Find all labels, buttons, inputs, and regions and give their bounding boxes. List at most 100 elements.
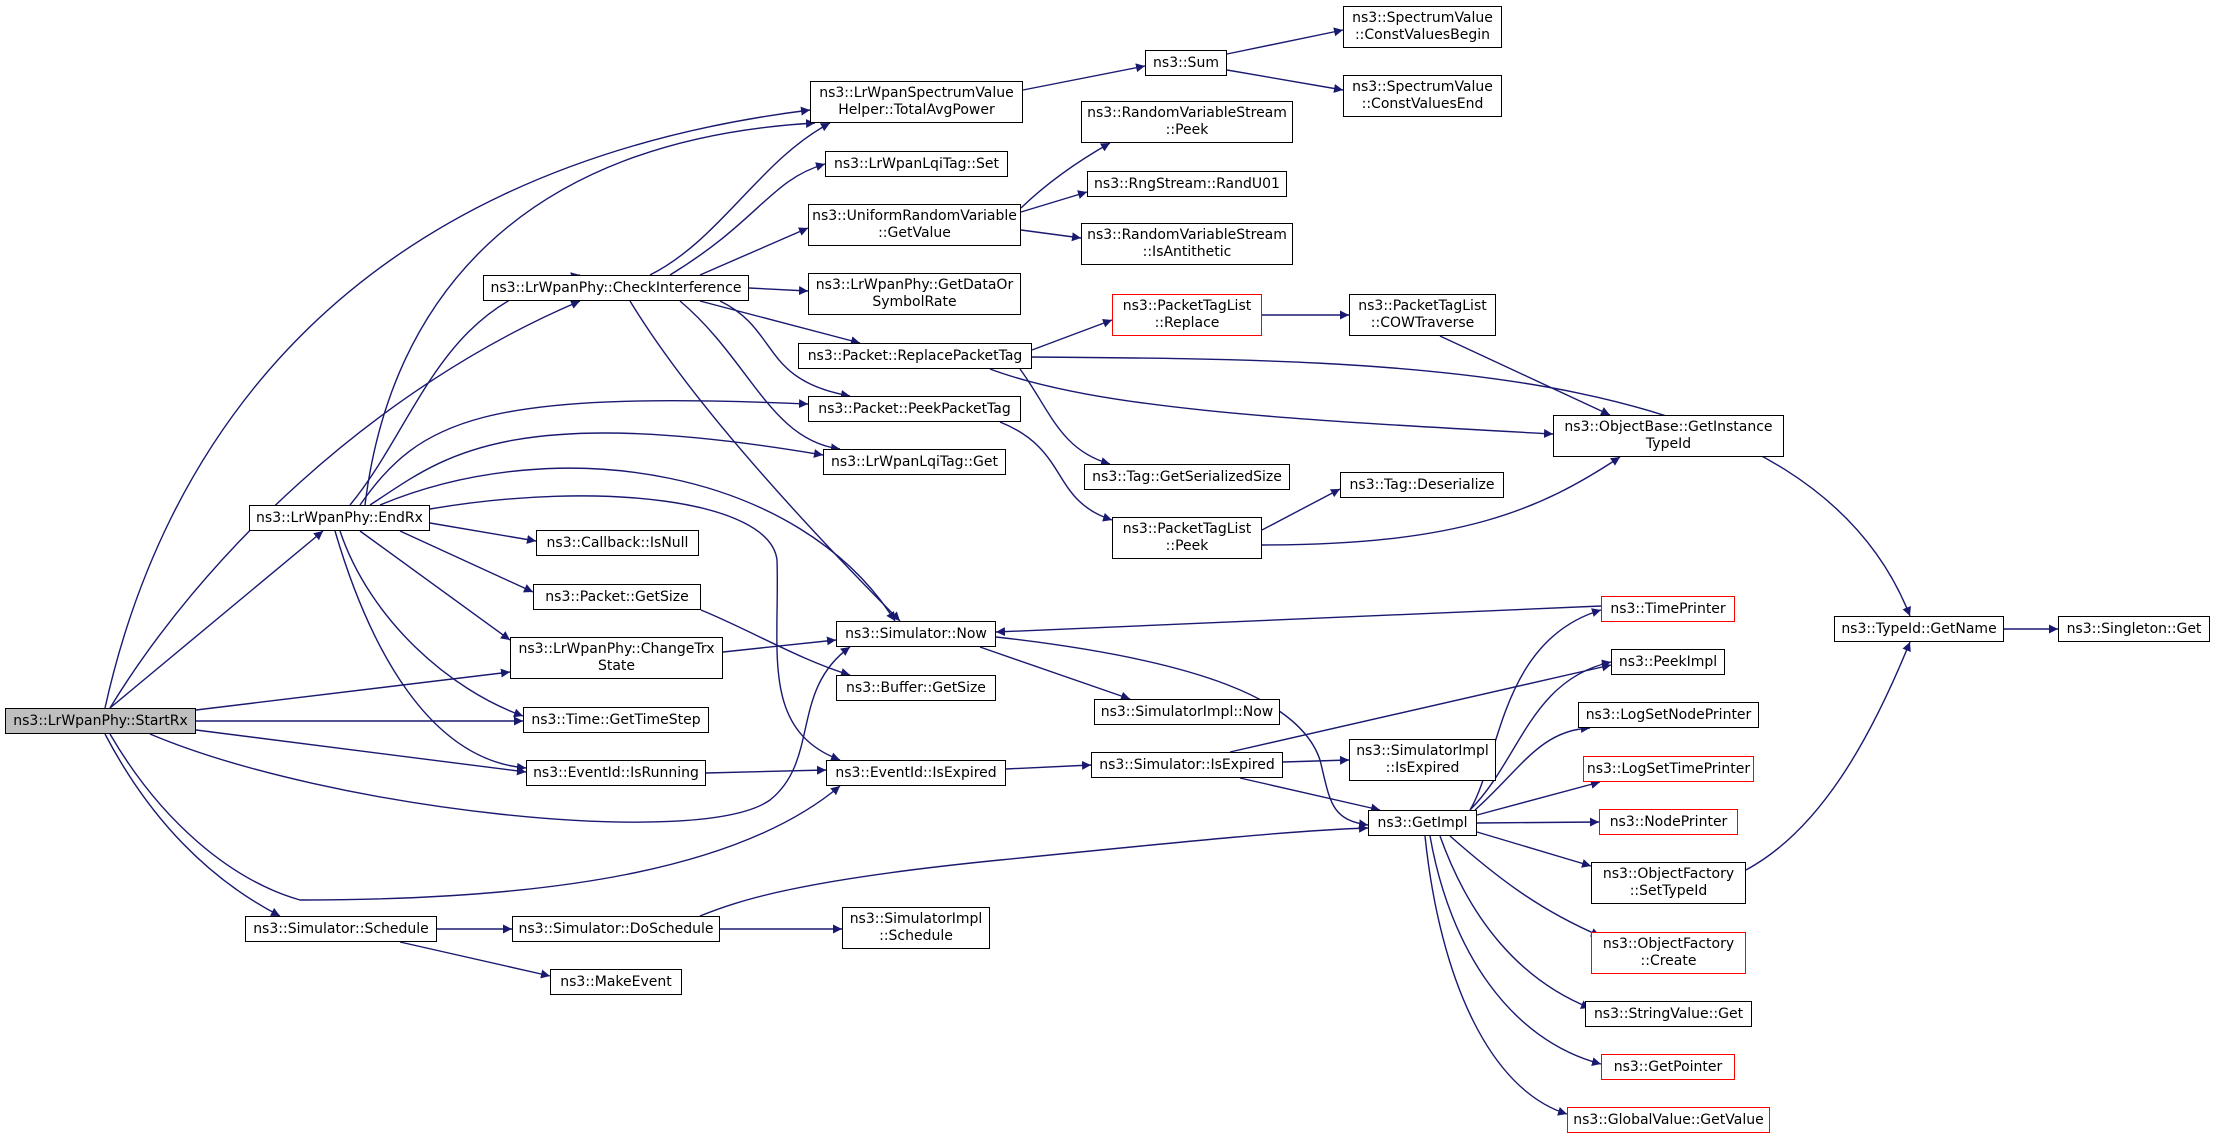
node-taggetserializedsize[interactable]: ns3::Tag::GetSerializedSize (1084, 464, 1290, 490)
node-label: ns3::Tag::GetSerializedSize (1092, 468, 1282, 485)
node-logsettimeprinter[interactable]: ns3::LogSetTimePrinter (1583, 756, 1754, 782)
node-label: ns3::SimulatorImpl (849, 911, 983, 927)
node-sum[interactable]: ns3::Sum (1145, 50, 1227, 76)
edge-startrx-to-eventisexpired (109, 733, 841, 901)
node-label: ns3::PacketTagList (1358, 298, 1487, 314)
node-simisexpired[interactable]: ns3::Simulator::IsExpired (1091, 752, 1283, 778)
node-label: ns3::EventId::IsExpired (835, 764, 997, 781)
node-label: ns3::Packet::PeekPacketTag (818, 400, 1011, 417)
edge-startrx-to-totalavgpower (104, 106, 811, 709)
node-logsetnodeprinter[interactable]: ns3::LogSetNodePrinter (1578, 702, 1759, 728)
node-schedule[interactable]: ns3::Simulator::Schedule (245, 916, 437, 942)
node-getimpl[interactable]: ns3::GetImpl (1368, 810, 1477, 836)
edge-sum-to-constvaluesend (1226, 69, 1344, 93)
edge-getimpl-to-getpointer (1429, 835, 1602, 1067)
node-label: ns3::Buffer::GetSize (846, 679, 986, 696)
node-ptlpeek[interactable]: ns3::PacketTagList::Peek (1112, 517, 1262, 559)
node-packetgetsize[interactable]: ns3::Packet::GetSize (533, 584, 701, 610)
node-label: ns3::ObjectFactory (1602, 936, 1735, 952)
edge-endrx-to-simulatornow (379, 467, 896, 622)
node-isantithetic[interactable]: ns3::RandomVariableStream::IsAntithetic (1081, 223, 1293, 265)
node-ofcreate[interactable]: ns3::ObjectFactory::Create (1591, 932, 1746, 974)
node-cowtraverse[interactable]: ns3::PacketTagList::COWTraverse (1349, 294, 1496, 336)
node-globalvaluegetvalue[interactable]: ns3::GlobalValue::GetValue (1567, 1107, 1770, 1133)
node-simimplschedule[interactable]: ns3::SimulatorImpl::Schedule (842, 907, 990, 949)
edge-peekpackettag-to-ptlpeek (999, 421, 1113, 522)
node-replacepackettag[interactable]: ns3::Packet::ReplacePacketTag (798, 343, 1032, 369)
node-label: ns3::Tag::Deserialize (1349, 476, 1495, 493)
node-checkinterference[interactable]: ns3::LrWpanPhy::CheckInterference (483, 275, 749, 301)
edge-startrx-to-endrx (109, 530, 324, 709)
node-typeidgetname[interactable]: ns3::TypeId::GetName (1834, 616, 2004, 642)
edge-simisexpired-to-getimpl (1239, 777, 1381, 813)
node-constvaluesbegin[interactable]: ns3::SpectrumValue::ConstValuesBegin (1343, 6, 1502, 48)
edge-checkinterference-to-lqitagget (679, 300, 841, 453)
node-simimplnow[interactable]: ns3::SimulatorImpl::Now (1094, 699, 1280, 725)
node-label: ns3::RngStream::RandU01 (1094, 175, 1280, 192)
node-eventisrunning[interactable]: ns3::EventId::IsRunning (526, 760, 706, 786)
node-label: ::GetValue (878, 225, 951, 241)
edge-timeprinter-to-simulatornow (995, 605, 1602, 637)
node-label: ns3::SpectrumValue (1352, 79, 1493, 95)
node-randu01[interactable]: ns3::RngStream::RandU01 (1087, 171, 1287, 197)
edge-checkinterference-to-simulatornow (629, 300, 901, 622)
node-label: ns3::Time::GetTimeStep (531, 711, 701, 728)
edge-endrx-to-eventisexpired (429, 495, 841, 762)
node-label: ns3::LrWpanPhy::CheckInterference (490, 279, 742, 296)
edge-simulatornow-to-simimplnow (979, 646, 1131, 701)
edge-getimpl-to-timeprinter (1469, 608, 1602, 811)
node-lqitagget[interactable]: ns3::LrWpanLqiTag::Get (823, 449, 1006, 475)
edge-endrx-to-eventisrunning (334, 530, 527, 772)
node-label: ns3::StringValue::Get (1593, 1005, 1744, 1022)
node-label: ns3::LrWpanSpectrumValue (819, 85, 1014, 101)
node-gettimestep[interactable]: ns3::Time::GetTimeStep (523, 707, 709, 733)
node-eventisexpired[interactable]: ns3::EventId::IsExpired (826, 760, 1006, 786)
node-label: ns3::PeekImpl (1618, 653, 1718, 670)
node-makeevent[interactable]: ns3::MakeEvent (550, 969, 682, 995)
node-peekpackettag[interactable]: ns3::Packet::PeekPacketTag (808, 396, 1021, 422)
node-stringvalueget[interactable]: ns3::StringValue::Get (1585, 1001, 1752, 1027)
node-endrx[interactable]: ns3::LrWpanPhy::EndRx (249, 505, 430, 531)
node-tagdeserialize[interactable]: ns3::Tag::Deserialize (1340, 472, 1504, 498)
node-settypeid[interactable]: ns3::ObjectFactory::SetTypeId (1591, 862, 1746, 904)
node-getpointer[interactable]: ns3::GetPointer (1601, 1054, 1735, 1080)
node-label: ::SetTypeId (1629, 883, 1708, 899)
node-constvaluesend[interactable]: ns3::SpectrumValue::ConstValuesEnd (1343, 75, 1502, 117)
node-label: ns3::SimulatorImpl::Now (1100, 703, 1274, 720)
node-buffergetsize[interactable]: ns3::Buffer::GetSize (836, 675, 996, 701)
node-callbackisnull[interactable]: ns3::Callback::IsNull (536, 530, 699, 556)
node-label: ::IsAntithetic (1142, 244, 1232, 260)
node-peekimpl[interactable]: ns3::PeekImpl (1611, 649, 1725, 675)
node-startrx: ns3::LrWpanPhy::StartRx (5, 708, 196, 734)
node-label: ::ConstValuesEnd (1361, 96, 1484, 112)
node-label: SymbolRate (872, 294, 957, 310)
node-nodeprinter[interactable]: ns3::NodePrinter (1599, 809, 1738, 835)
node-label: ::COWTraverse (1370, 315, 1475, 331)
edge-getimpl-to-logsetnodeprinter (1474, 723, 1591, 811)
edge-ptlpeek-to-tagdeserialize (1261, 488, 1341, 531)
node-label: ns3::LrWpanPhy::EndRx (256, 509, 423, 526)
node-ptlreplace[interactable]: ns3::PacketTagList::Replace (1112, 294, 1262, 336)
node-uniformgetvalue[interactable]: ns3::UniformRandomVariable::GetValue (808, 204, 1021, 246)
edge-schedule-to-makeevent (399, 941, 551, 979)
node-rvspeek[interactable]: ns3::RandomVariableStream::Peek (1081, 101, 1293, 143)
node-timeprinter[interactable]: ns3::TimePrinter (1601, 596, 1735, 622)
node-lqitagset[interactable]: ns3::LrWpanLqiTag::Set (825, 151, 1008, 177)
node-label: ns3::LogSetTimePrinter (1586, 760, 1751, 777)
node-label: ns3::LrWpanPhy::ChangeTrx (518, 641, 715, 657)
edge-uniformgetvalue-to-rvspeek (1020, 142, 1111, 209)
node-simimplisexpired[interactable]: ns3::SimulatorImpl::IsExpired (1349, 739, 1496, 781)
edge-ptlpeek-to-getinstancetypeid (1261, 456, 1621, 546)
edge-settypeid-to-typeidgetname (1745, 641, 1911, 871)
node-singletonget[interactable]: ns3::Singleton::Get (2058, 616, 2210, 642)
node-doschedule[interactable]: ns3::Simulator::DoSchedule (512, 916, 720, 942)
node-label: ns3::Packet::ReplacePacketTag (807, 347, 1023, 364)
edge-startrx-to-checkinterference (109, 300, 581, 709)
node-simulatornow[interactable]: ns3::Simulator::Now (836, 621, 996, 647)
node-label: ns3::GetPointer (1613, 1058, 1723, 1075)
edge-checkinterference-to-peekpackettag (719, 300, 851, 399)
